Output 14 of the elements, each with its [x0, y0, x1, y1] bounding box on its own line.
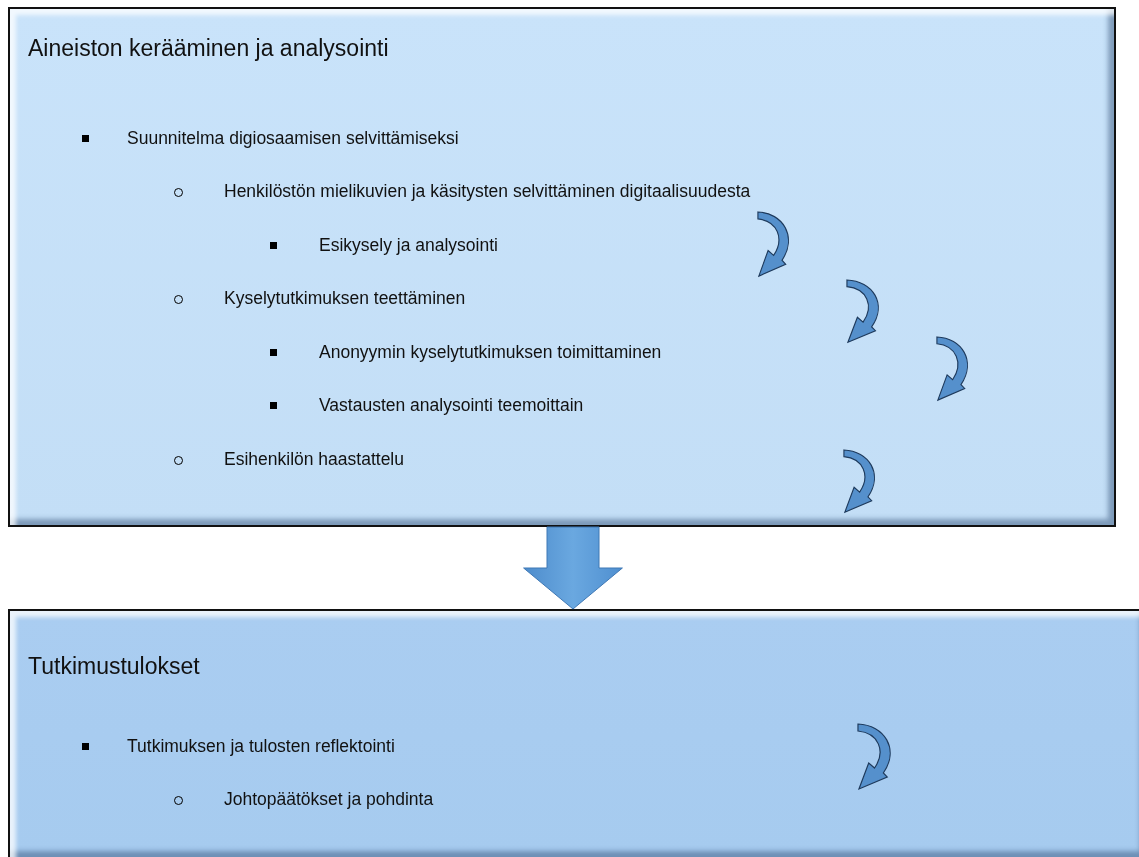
list-item: Suunnitelma digiosaamisen selvittämiseksi: [127, 128, 459, 149]
process-box: [8, 7, 1116, 527]
process-box: [8, 609, 1139, 857]
list-item: Johtopäätökset ja pohdinta: [224, 789, 434, 810]
list-item: Henkilöstön mielikuvien ja käsitysten selvittäminen digitaalisuudesta: [224, 181, 751, 202]
list-item: Tutkimuksen ja tulosten reflektointi: [127, 736, 395, 757]
box-heading: Tutkimustulokset: [28, 653, 200, 681]
list-item: Esikysely ja analysointi: [319, 235, 498, 256]
block-arrow: [523, 526, 623, 610]
box-heading: Aineiston kerääminen ja analysointi: [28, 35, 389, 63]
list-item: Anonyymin kyselytutkimuksen toimittaminen: [319, 342, 662, 363]
list-item: Kyselytutkimuksen teettäminen: [224, 288, 466, 309]
list-item: Esihenkilön haastattelu: [224, 449, 404, 470]
list-item: Vastausten analysointi teemoittain: [319, 395, 584, 416]
